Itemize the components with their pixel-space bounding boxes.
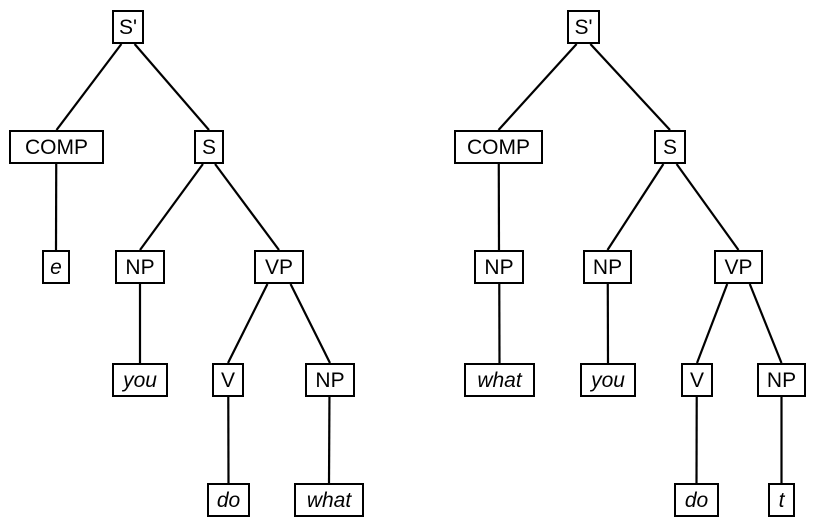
tree-node-v: V — [212, 363, 244, 397]
tree-edge — [139, 163, 204, 251]
tree-node-np: NP — [583, 250, 632, 284]
tree-node-np: NP — [305, 363, 355, 397]
tree-node-e: e — [42, 250, 70, 284]
tree-node-what: what — [464, 363, 535, 397]
tree-node-what: what — [294, 483, 364, 517]
tree-node-np: NP — [474, 250, 524, 284]
tree-node-s: S — [654, 130, 686, 164]
tree-node-np: NP — [115, 250, 165, 284]
tree-edge — [589, 43, 671, 131]
tree-node-t: t — [768, 483, 795, 517]
tree-node-np: NP — [757, 363, 806, 397]
tree-node-sbar: S' — [567, 10, 600, 44]
tree-node-comp: COMP — [9, 130, 104, 164]
tree-node-sbar: S' — [112, 10, 144, 44]
tree-edge — [748, 283, 783, 364]
tree-node-do: do — [674, 483, 719, 517]
tree-node-you: you — [580, 363, 636, 397]
tree-edge — [695, 283, 729, 364]
tree-node-comp: COMP — [454, 130, 543, 164]
tree-edge — [55, 43, 123, 131]
tree-edge — [606, 163, 665, 251]
tree-edge — [214, 163, 280, 251]
tree-edge — [497, 43, 578, 131]
tree-edge — [675, 163, 740, 251]
tree-node-do: do — [207, 483, 250, 517]
tree-node-v: V — [681, 363, 713, 397]
tree-edge — [289, 283, 331, 364]
tree-edge — [133, 43, 210, 131]
tree-node-you: you — [112, 363, 168, 397]
tree-node-s: S — [194, 130, 224, 164]
tree-node-vp: VP — [254, 250, 304, 284]
tree-node-vp: VP — [714, 250, 763, 284]
tree-edge — [227, 283, 269, 364]
